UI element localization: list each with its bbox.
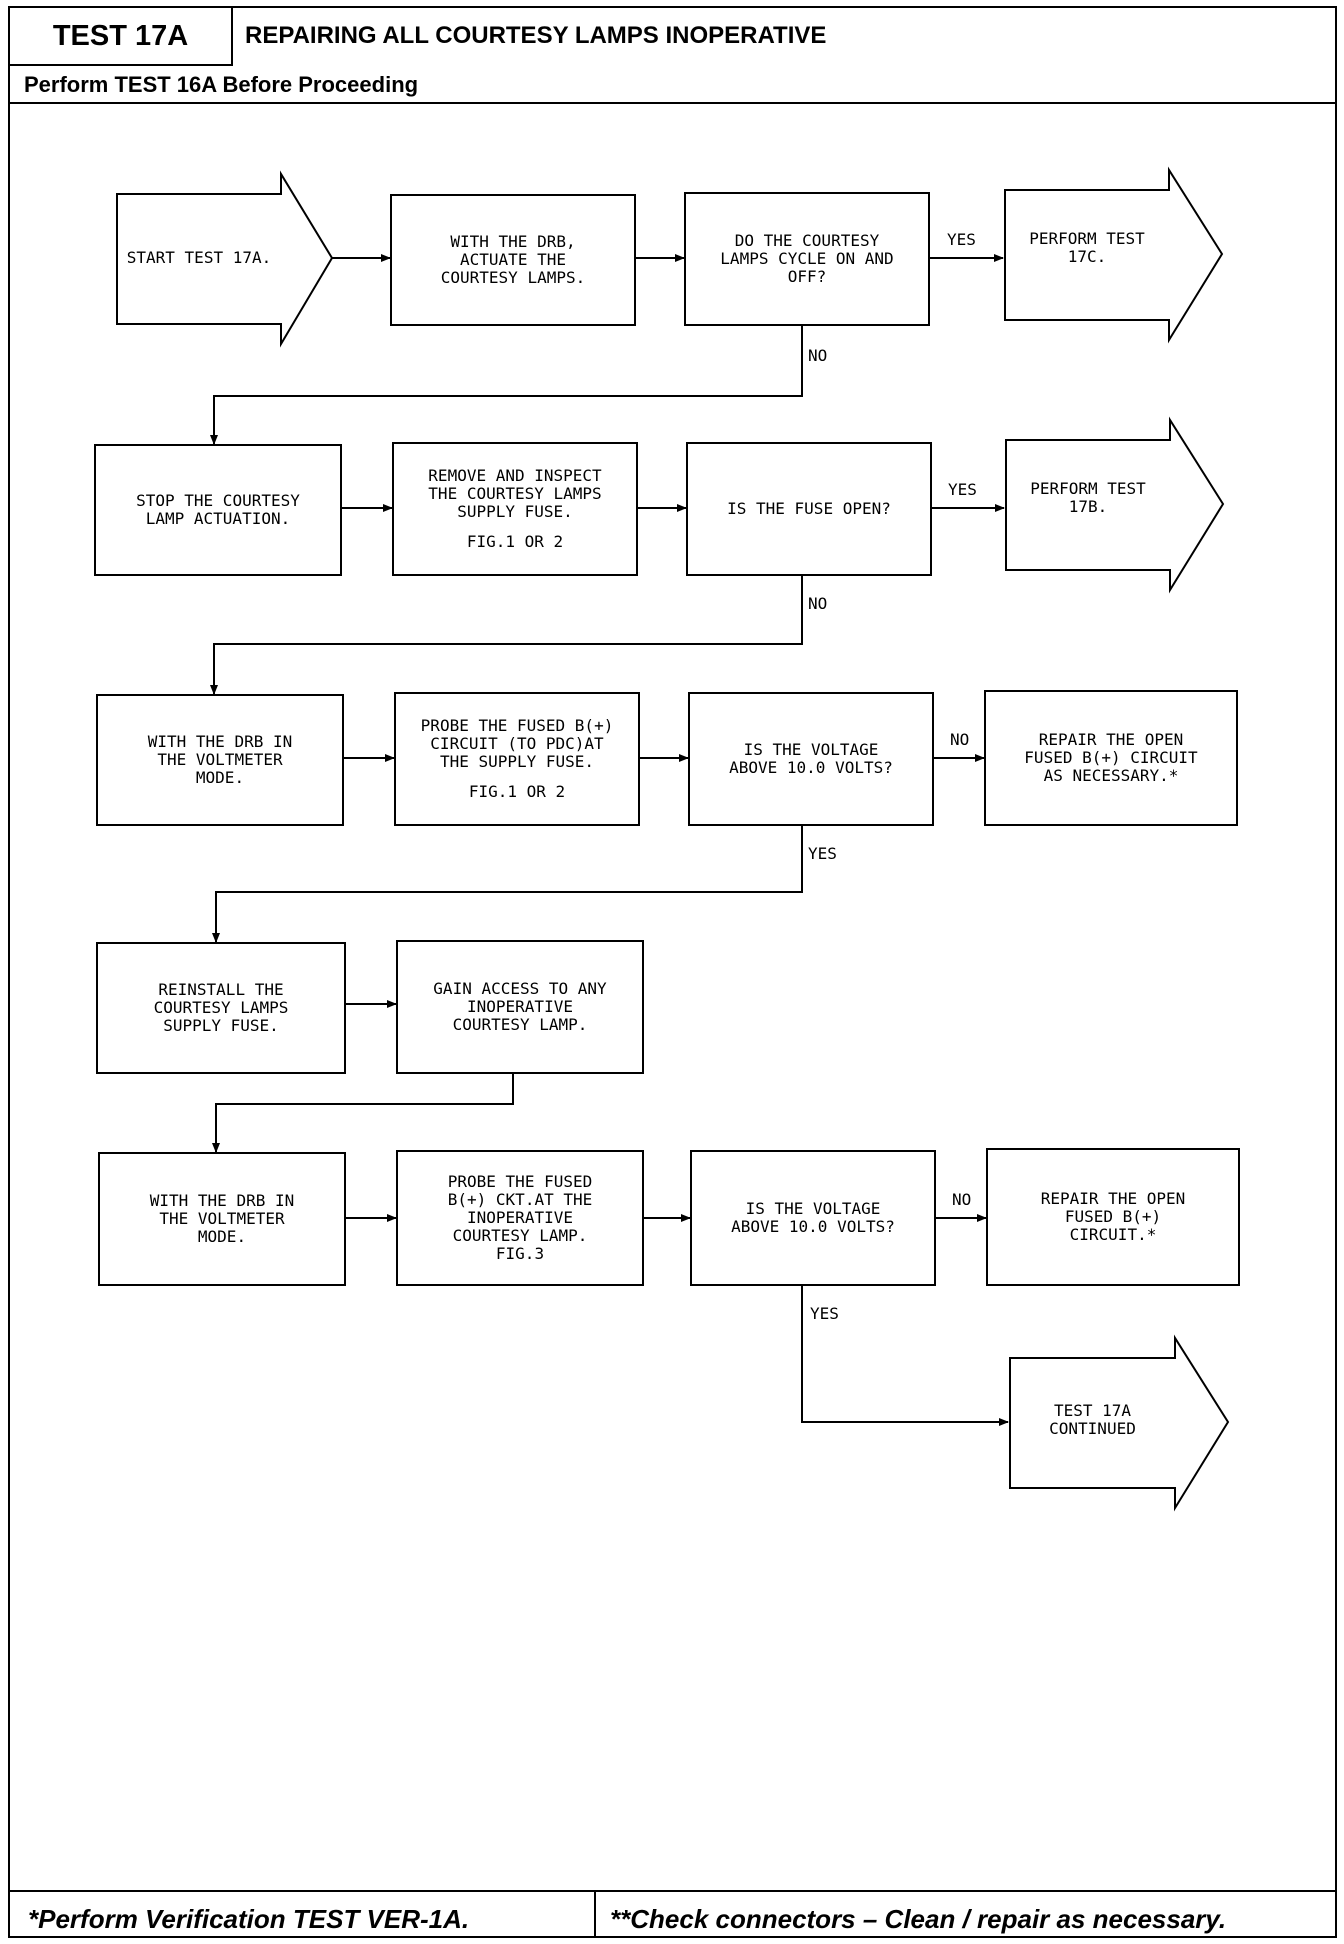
footer-connector-note: **Check connectors – Clean / repair as n… xyxy=(610,1904,1227,1934)
probe-fuse-fig: FIG.1 OR 2 xyxy=(468,782,566,801)
start-arrow-shape xyxy=(116,170,334,348)
drb-voltmeter-text-1: WITH THE DRB IN THE VOLTMETER MODE. xyxy=(147,732,293,787)
perform-17c-arrow-shape xyxy=(1004,166,1224,344)
probe-lamp-text: PROBE THE FUSED B(+) CKT.AT THE INOPERAT… xyxy=(447,1172,593,1263)
footer-verification-note: *Perform Verification TEST VER-1A. xyxy=(28,1904,470,1934)
test-17a-continued: TEST 17A CONTINUED xyxy=(1049,1401,1136,1438)
page-title: REPAIRING ALL COURTESY LAMPS INOPERATIVE xyxy=(245,22,827,49)
header-divider xyxy=(10,102,1335,104)
perform-test-17b: PERFORM TEST 17B. xyxy=(1030,479,1146,516)
voltage-decision-text-2: IS THE VOLTAGE ABOVE 10.0 VOLTS? xyxy=(731,1199,895,1236)
no-label: NO xyxy=(808,594,828,613)
footer-divider xyxy=(10,1890,1335,1892)
yes-label: YES xyxy=(948,480,977,499)
yes-label: YES xyxy=(808,844,837,863)
drb-voltmeter-box-1: WITH THE DRB IN THE VOLTMETER MODE. xyxy=(96,694,344,826)
page-frame: TEST 17A REPAIRING ALL COURTESY LAMPS IN… xyxy=(8,6,1337,1938)
footer-separator xyxy=(594,1890,596,1938)
start-test-17a: START TEST 17A. xyxy=(126,248,272,267)
yes-label: YES xyxy=(810,1304,839,1323)
repair-circuit-box-2: REPAIR THE OPEN FUSED B(+) CIRCUIT.* xyxy=(986,1148,1240,1286)
actuate-lamps-box: WITH THE DRB, ACTUATE THE COURTESY LAMPS… xyxy=(390,194,636,326)
reinstall-fuse-box: REINSTALL THE COURTESY LAMPS SUPPLY FUSE… xyxy=(96,942,346,1074)
probe-fuse-box: PROBE THE FUSED B(+) CIRCUIT (TO PDC)AT … xyxy=(394,692,640,826)
drb-voltmeter-box-2: WITH THE DRB IN THE VOLTMETER MODE. xyxy=(98,1152,346,1286)
no-label: NO xyxy=(952,1190,972,1209)
stop-actuation-text: STOP THE COURTESY LAMP ACTUATION. xyxy=(136,491,300,528)
perform-test-17c: PERFORM TEST 17C. xyxy=(1029,229,1145,266)
voltage-decision-text-1: IS THE VOLTAGE ABOVE 10.0 VOLTS? xyxy=(729,740,893,777)
inspect-fuse-box: REMOVE AND INSPECT THE COURTESY LAMPS SU… xyxy=(392,442,638,576)
gain-access-box: GAIN ACCESS TO ANY INOPERATIVE COURTESY … xyxy=(396,940,644,1074)
fuse-open-decision: IS THE FUSE OPEN? xyxy=(686,442,932,576)
lamps-cycle-decision: DO THE COURTESY LAMPS CYCLE ON AND OFF? xyxy=(684,192,930,326)
flowchart-connectors xyxy=(116,166,1230,1512)
drb-voltmeter-text-2: WITH THE DRB IN THE VOLTMETER MODE. xyxy=(149,1191,295,1246)
voltage-decision-1: IS THE VOLTAGE ABOVE 10.0 VOLTS? xyxy=(688,692,934,826)
voltage-decision-2: IS THE VOLTAGE ABOVE 10.0 VOLTS? xyxy=(690,1150,936,1286)
test-number: TEST 17A xyxy=(10,8,233,66)
probe-lamp-box: PROBE THE FUSED B(+) CKT.AT THE INOPERAT… xyxy=(396,1150,644,1286)
inspect-fuse-text: REMOVE AND INSPECT THE COURTESY LAMPS SU… xyxy=(428,466,602,521)
yes-label: YES xyxy=(947,230,976,249)
actuate-lamps-text: WITH THE DRB, ACTUATE THE COURTESY LAMPS… xyxy=(440,232,586,287)
repair-circuit-text-2: REPAIR THE OPEN FUSED B(+) CIRCUIT.* xyxy=(1040,1189,1186,1244)
probe-fuse-text: PROBE THE FUSED B(+) CIRCUIT (TO PDC)AT … xyxy=(420,716,614,771)
repair-circuit-text-1: REPAIR THE OPEN FUSED B(+) CIRCUIT AS NE… xyxy=(1024,730,1198,785)
repair-circuit-box-1: REPAIR THE OPEN FUSED B(+) CIRCUIT AS NE… xyxy=(984,690,1238,826)
inspect-fuse-fig: FIG.1 OR 2 xyxy=(466,532,564,551)
gain-access-text: GAIN ACCESS TO ANY INOPERATIVE COURTESY … xyxy=(433,979,607,1034)
stop-actuation-box: STOP THE COURTESY LAMP ACTUATION. xyxy=(94,444,342,576)
fuse-open-text: IS THE FUSE OPEN? xyxy=(727,499,891,518)
perform-17b-arrow-shape xyxy=(1005,416,1225,594)
continued-arrow-shape xyxy=(1009,1334,1230,1512)
reinstall-fuse-text: REINSTALL THE COURTESY LAMPS SUPPLY FUSE… xyxy=(153,980,289,1035)
page-subtitle: Perform TEST 16A Before Proceeding xyxy=(24,72,419,97)
no-label: NO xyxy=(808,346,828,365)
lamps-cycle-text: DO THE COURTESY LAMPS CYCLE ON AND OFF? xyxy=(720,231,894,286)
no-label: NO xyxy=(950,730,970,749)
